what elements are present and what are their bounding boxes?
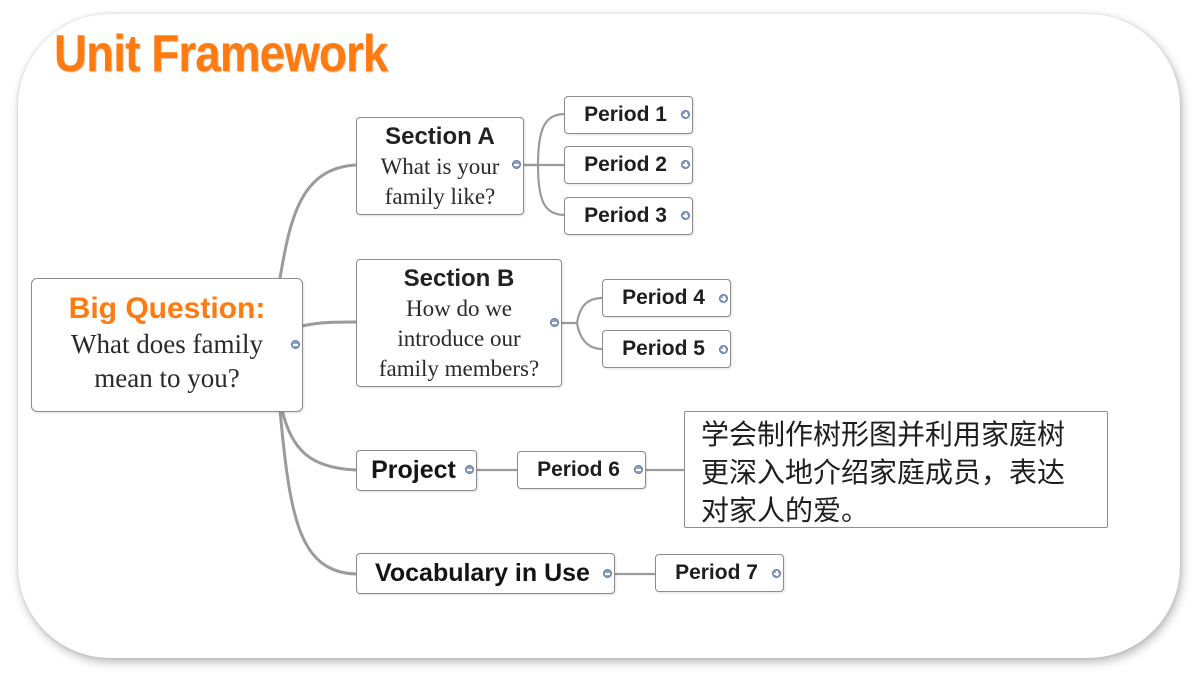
connector-sb-period4 <box>560 296 605 325</box>
vocabulary-collapse-icon[interactable] <box>603 569 612 578</box>
section-a-line-1: What is your <box>380 154 500 179</box>
section-a-node[interactable]: Section A What is your family like? <box>356 117 524 215</box>
period-7-label: Period 7 <box>675 561 758 584</box>
period-7-expand-icon[interactable] <box>772 569 781 578</box>
project-node[interactable]: Project <box>356 450 477 491</box>
connector-root-section-a <box>278 163 358 280</box>
note-line-3: 对家人的爱。 <box>701 494 870 527</box>
root-collapse-icon[interactable] <box>291 340 300 349</box>
section-b-line-1: How do we <box>405 296 513 321</box>
section-a-collapse-icon[interactable] <box>512 160 521 169</box>
root-heading: Big Question: <box>68 292 266 325</box>
section-a-heading: Section A <box>385 123 495 150</box>
period-5-expand-icon[interactable] <box>719 345 728 354</box>
connector-sb-period5 <box>575 321 605 351</box>
connector-root-vocab <box>278 408 358 576</box>
period-3-label: Period 3 <box>584 204 667 227</box>
period-3-expand-icon[interactable] <box>681 211 690 220</box>
period-5-node[interactable]: Period 5 <box>602 330 731 368</box>
period-5-label: Period 5 <box>622 337 705 360</box>
period-2-node[interactable]: Period 2 <box>564 146 693 184</box>
section-b-line-3: family members? <box>378 356 540 381</box>
period-7-node[interactable]: Period 7 <box>655 554 784 592</box>
root-line-1: What does family <box>71 329 263 359</box>
section-b-node[interactable]: Section B How do we introduce our family… <box>356 259 562 387</box>
period-4-node[interactable]: Period 4 <box>602 279 731 317</box>
period-1-node[interactable]: Period 1 <box>564 96 693 134</box>
note-line-1: 学会制作树形图并利用家庭树 <box>701 418 1066 451</box>
vocabulary-node[interactable]: Vocabulary in Use <box>356 553 615 594</box>
section-a-line-2: family like? <box>384 184 496 209</box>
period-1-label: Period 1 <box>584 103 667 126</box>
root-line-2: mean to you? <box>94 363 240 393</box>
period-2-expand-icon[interactable] <box>681 160 690 169</box>
period-6-collapse-icon[interactable] <box>634 465 643 474</box>
root-node-big-question[interactable]: Big Question: What does family mean to y… <box>31 278 303 412</box>
period-3-node[interactable]: Period 3 <box>564 197 693 235</box>
period-4-label: Period 4 <box>622 286 705 309</box>
period-6-node[interactable]: Period 6 <box>517 451 646 489</box>
section-b-line-2: introduce our <box>397 326 521 351</box>
page-title: Unit Framework <box>54 25 388 83</box>
section-b-heading: Section B <box>403 265 515 292</box>
vocabulary-label: Vocabulary in Use <box>375 559 590 587</box>
period-6-label: Period 6 <box>537 458 620 481</box>
connector-root-project <box>280 408 358 472</box>
period-2-label: Period 2 <box>584 153 667 176</box>
section-b-collapse-icon[interactable] <box>550 318 559 327</box>
connector-sa-period1 <box>521 112 567 167</box>
period-4-expand-icon[interactable] <box>719 294 728 303</box>
connector-root-section-b <box>300 320 358 328</box>
period-1-expand-icon[interactable] <box>681 110 690 119</box>
project-note-box: 学会制作树形图并利用家庭树 更深入地介绍家庭成员，表达 对家人的爱。 <box>684 411 1108 528</box>
note-line-2: 更深入地介绍家庭成员，表达 <box>701 456 1066 489</box>
project-label: Project <box>371 456 456 484</box>
connector-sa-period3 <box>536 163 567 217</box>
project-collapse-icon[interactable] <box>465 465 474 474</box>
